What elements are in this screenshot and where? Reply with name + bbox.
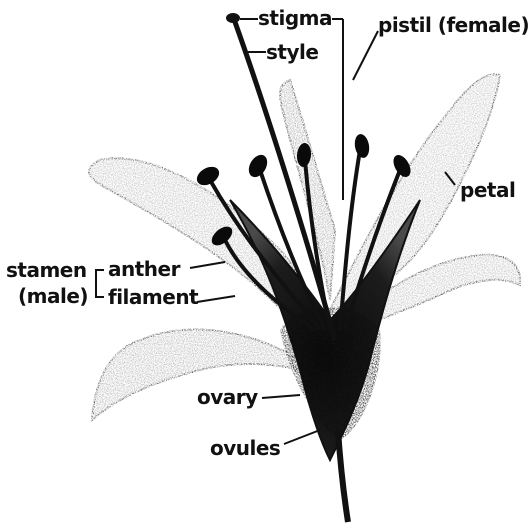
labels: stigma style pistil (female) petal stame… bbox=[6, 6, 528, 460]
label-anther: anther bbox=[108, 257, 181, 281]
anther bbox=[353, 133, 371, 159]
label-stigma: stigma bbox=[258, 6, 332, 30]
stigma bbox=[226, 13, 240, 23]
label-stamen-sex: (male) bbox=[18, 284, 88, 308]
anther bbox=[245, 152, 271, 181]
label-pistil: pistil (female) bbox=[378, 13, 528, 37]
label-petal: petal bbox=[460, 178, 515, 202]
label-filament: filament bbox=[108, 285, 199, 309]
label-ovules: ovules bbox=[210, 436, 280, 460]
label-style: style bbox=[266, 40, 318, 64]
petal-left-lower bbox=[92, 330, 300, 420]
label-stamen: stamen bbox=[6, 258, 87, 282]
label-ovary: ovary bbox=[197, 385, 258, 409]
stem bbox=[338, 430, 348, 522]
